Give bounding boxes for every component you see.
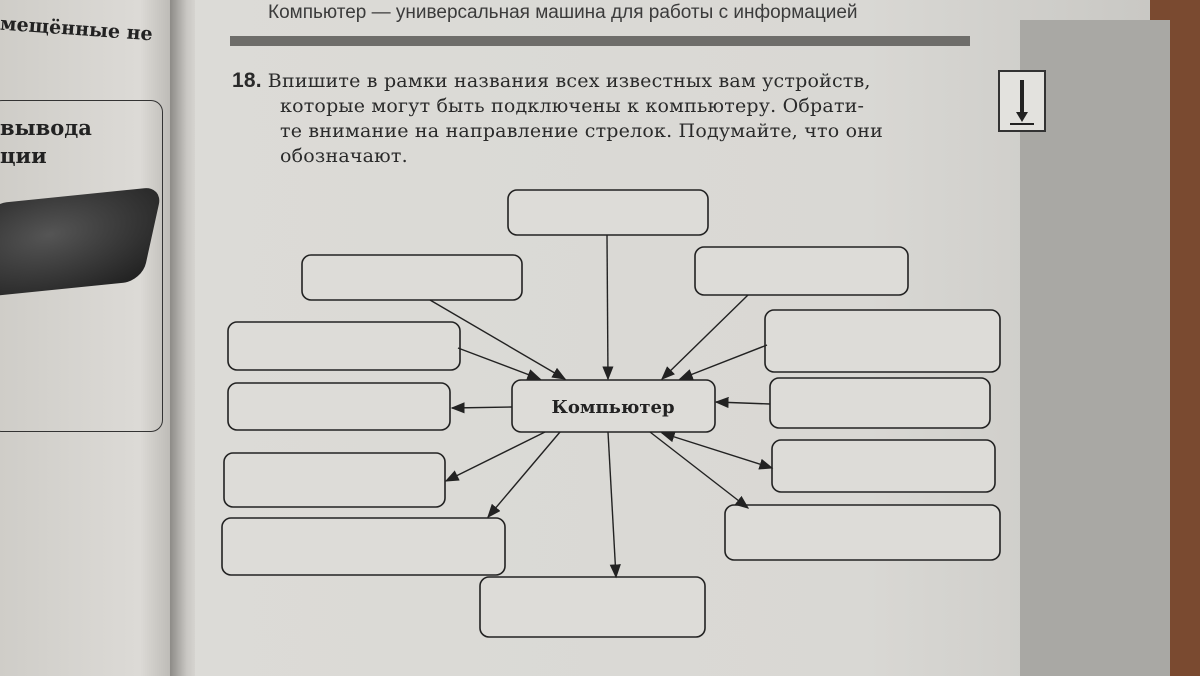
answer-box-right-3[interactable] bbox=[771, 439, 996, 493]
left-page-heading-1: вывода bbox=[0, 115, 92, 140]
task-number: 18. bbox=[232, 69, 262, 92]
running-header: Компьютер — универсальная машина для раб… bbox=[268, 2, 858, 23]
answer-box-top[interactable] bbox=[507, 189, 709, 236]
task-text: Впишите в рамки названия всех известных … bbox=[267, 70, 871, 92]
book-gutter bbox=[170, 0, 198, 676]
task-line-2: которые могут быть подключены к компьюте… bbox=[280, 95, 865, 117]
answer-box-right-1[interactable] bbox=[764, 309, 1001, 373]
left-page-frame bbox=[0, 100, 163, 432]
answer-box-left-3[interactable] bbox=[223, 452, 446, 508]
task-line-3: те внимание на направление стрелок. Поду… bbox=[280, 120, 883, 142]
header-rule bbox=[230, 36, 970, 46]
pencil-icon bbox=[998, 70, 1046, 132]
answer-box-right-4[interactable] bbox=[724, 504, 1001, 561]
left-page: мещённые не вывода ции bbox=[0, 0, 175, 676]
arrow-computer-to-left-2 bbox=[450, 402, 513, 414]
arrow-computer-right-3-both bbox=[660, 431, 774, 470]
task-line-4: обозначают. bbox=[280, 145, 408, 167]
computer-label: Компьютер bbox=[551, 397, 674, 418]
answer-box-left-2[interactable] bbox=[227, 382, 451, 431]
arrow-left-1-to-computer bbox=[457, 347, 542, 380]
answer-box-left-4[interactable] bbox=[221, 517, 506, 576]
left-page-heading-2: ции bbox=[0, 143, 47, 168]
answer-box-upper-left[interactable] bbox=[301, 254, 523, 301]
answer-box-right-2[interactable] bbox=[769, 377, 991, 429]
arrow-upper-left-to-computer bbox=[429, 299, 567, 380]
arrow-right-1-to-computer bbox=[678, 344, 768, 380]
task-line-1: 18.Впишите в рамки названия всех известн… bbox=[232, 69, 871, 92]
arrow-computer-to-left-4 bbox=[487, 431, 561, 519]
answer-box-bottom[interactable] bbox=[479, 576, 706, 638]
answer-box-upper-right[interactable] bbox=[694, 246, 909, 296]
arrow-right-2-to-computer bbox=[714, 396, 771, 409]
arrow-computer-to-bottom bbox=[607, 431, 621, 579]
task-18: 18.Впишите в рамки названия всех известн… bbox=[232, 68, 992, 169]
arrow-computer-to-left-3 bbox=[444, 431, 546, 482]
arrow-top-to-computer bbox=[602, 234, 614, 381]
answer-box-left-1[interactable] bbox=[227, 321, 461, 371]
arrow-computer-to-right-4 bbox=[649, 431, 750, 509]
arrow-upper-right-to-computer bbox=[660, 294, 749, 380]
